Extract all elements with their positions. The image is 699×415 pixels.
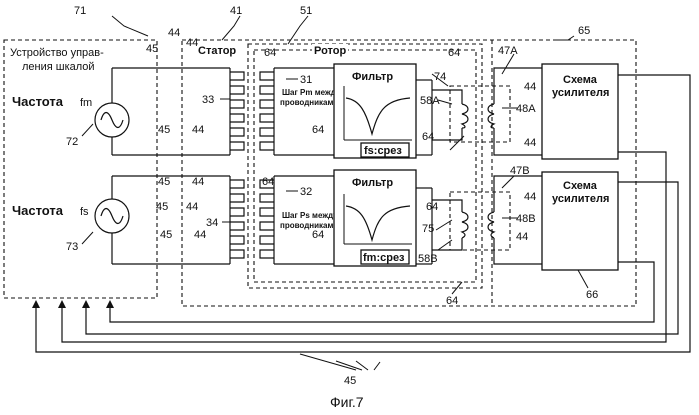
ref-45-d: 45: [160, 229, 172, 241]
rotor-output-wires: [416, 80, 462, 264]
ref-48a: 48A: [516, 103, 536, 115]
ref-51: 51: [300, 5, 312, 17]
rotor-coil-b: [260, 176, 334, 264]
rotor-label: Ротор: [314, 45, 346, 57]
figure-caption: Фиг.7: [330, 394, 364, 410]
ref-45-b: 45: [158, 176, 170, 188]
controller-label-line2: ления шкалой: [22, 61, 95, 73]
ref-64-bottom: 64: [446, 295, 458, 307]
ref-58a: 58A: [420, 95, 440, 107]
ref-66: 66: [586, 289, 598, 301]
stator-label: Статор: [198, 45, 236, 57]
transformer-a-coils: [462, 104, 494, 128]
cutoff-a-label: fs:срез: [364, 145, 402, 157]
ref-65: 65: [578, 25, 590, 37]
cutoff-b-label: fm:срез: [363, 252, 405, 264]
filter-a-title: Фильтр: [352, 71, 393, 83]
ref-44-d: 44: [194, 229, 206, 241]
ref-44-amp-b-top: 44: [524, 191, 536, 203]
ref-72: 72: [66, 136, 78, 148]
amplifier-a-line2: усилителя: [552, 87, 609, 99]
ref-64-c: 64: [262, 176, 274, 188]
filter-b: Фильтр fm:срез: [334, 170, 416, 266]
pitch-s-line1: Шаг Ps между: [282, 211, 338, 220]
ref-64-d: 64: [426, 201, 438, 213]
ref-71: 71: [74, 5, 86, 17]
controller-label-line1: Устройство управ-: [10, 47, 104, 59]
ref-45-bottom: 45: [344, 375, 356, 387]
ref-41: 41: [230, 5, 242, 17]
ref-47b: 47B: [510, 165, 530, 177]
ref-44-top: 44: [168, 27, 180, 39]
ref-44-amp-a-bot: 44: [524, 137, 536, 149]
ref-64-e: 64: [312, 229, 324, 241]
freq-s-sub: fs: [80, 206, 89, 218]
filter-b-title: Фильтр: [352, 177, 393, 189]
ref-31: 31: [300, 74, 312, 86]
pitch-s-line2: проводниками: [280, 221, 338, 230]
freq-s-label: Частота: [12, 203, 64, 218]
ref-44-amp-b-bot: 44: [516, 231, 528, 243]
ref-44-a: 44: [192, 124, 204, 136]
ref-64-b: 64: [422, 131, 434, 143]
ref-48b: 48B: [516, 213, 536, 225]
stator-coil-b: [230, 176, 244, 264]
ref-44-c: 44: [186, 201, 198, 213]
amplifier-b-line1: Схема: [563, 180, 598, 192]
amplifier-b: Схема усилителя: [542, 172, 618, 270]
ref-64-rotor-top: 64: [264, 47, 276, 59]
ref-64-a: 64: [312, 124, 324, 136]
ref-58b: 58B: [418, 253, 438, 265]
transformer-b-enclosure: [450, 192, 510, 250]
ref-32: 32: [300, 186, 312, 198]
source-fm: [95, 68, 230, 155]
transformer-b-coils: [462, 212, 494, 238]
amplifier-a: Схема усилителя: [542, 64, 618, 159]
ref-45-a: 45: [158, 124, 170, 136]
ref-45-top: 45: [146, 43, 158, 55]
transformer-a-enclosure: [450, 86, 510, 142]
freq-m-label: Частота: [12, 94, 64, 109]
ref-74: 74: [434, 71, 446, 83]
ref-73: 73: [66, 241, 78, 253]
controller-enclosure: [4, 40, 157, 298]
ref-44-amp-a-top: 44: [524, 81, 536, 93]
ref-45-c: 45: [156, 201, 168, 213]
rotor-coil-a: [260, 68, 334, 155]
ref-44-b: 44: [192, 176, 204, 188]
ref-44-stator-top: 44: [186, 37, 198, 49]
ref-64-filter-top: 64: [448, 47, 460, 59]
amplifier-a-line1: Схема: [563, 74, 598, 86]
ref-33: 33: [202, 94, 214, 106]
pitch-m-line1: Шаг Pm между: [282, 88, 341, 97]
amplifier-b-line2: усилителя: [552, 193, 609, 205]
feedback-arrowheads: [32, 300, 114, 308]
ref-47a: 47A: [498, 45, 518, 57]
ref-75: 75: [422, 223, 434, 235]
pitch-m-line2: проводниками: [280, 98, 338, 107]
stator-coil-a: [230, 68, 244, 155]
freq-m-sub: fm: [80, 97, 92, 109]
filter-a: Фильтр fs:срез: [334, 64, 416, 158]
ref-34: 34: [206, 217, 218, 229]
